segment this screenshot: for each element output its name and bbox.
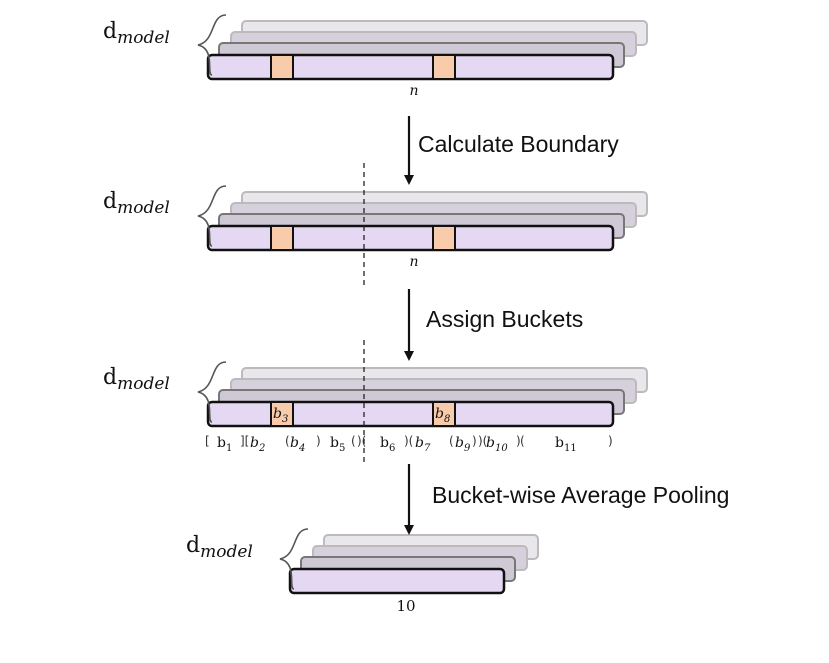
model-dimension-label-2: dmodel: [103, 189, 170, 218]
bucket-label: b2: [250, 435, 265, 454]
token-stack-boundary: [197, 185, 648, 252]
brace-icon: [279, 528, 309, 590]
model-dimension-label-1: dmodel: [103, 19, 170, 48]
highlight-token: [270, 225, 294, 251]
highlight-bucket-label: b3: [273, 406, 288, 425]
front-layer: [206, 53, 615, 81]
highlight-token: [432, 54, 456, 80]
bucket-bracket: ): [516, 434, 521, 448]
front-layer: [206, 400, 615, 428]
step-label-bucket-pooling: Bucket-wise Average Pooling: [432, 482, 729, 508]
model-dimension-label-3: dmodel: [103, 365, 170, 394]
bucket-label: b6: [380, 435, 395, 454]
bucket-bracket: ): [472, 434, 477, 448]
bucket-bracket: ): [316, 434, 321, 448]
bucket-bracket: )(: [478, 434, 487, 448]
bucket-label: b5: [330, 435, 345, 454]
bucket-label: b7: [415, 435, 431, 454]
brace-icon: [197, 361, 227, 423]
step-label-assign-buckets: Assign Buckets: [426, 306, 583, 332]
bucket-bracket: ][: [240, 434, 249, 448]
bucket-label: b11: [555, 435, 577, 454]
highlight-token: [432, 401, 456, 427]
token-stack-pooled: [279, 528, 539, 595]
bucket-label: b1: [217, 435, 232, 454]
brace-icon: [197, 14, 227, 76]
token-stack-input: [197, 14, 648, 81]
model-dimension-label-4: dmodel: [186, 533, 253, 562]
highlight-token: [270, 54, 294, 80]
bucket-bracket: )(: [357, 434, 366, 448]
bucket-label: b10: [486, 435, 508, 454]
pooled-length-label: 10: [396, 597, 415, 615]
bucket-bracket: (: [449, 434, 454, 448]
sequence-length-label-2: n: [409, 254, 418, 270]
token-stack-buckets: [197, 361, 648, 428]
highlight-bucket-label: b8: [435, 406, 450, 425]
bucket-bracket: (: [351, 434, 356, 448]
highlight-token: [432, 225, 456, 251]
bucket-label: b9: [455, 435, 471, 454]
front-layer: [206, 224, 615, 252]
bucket-label: b4: [290, 435, 305, 454]
bucket-bracket: ): [608, 434, 613, 448]
bucket-bracket: (: [520, 434, 525, 448]
sequence-length-label-1: n: [409, 83, 418, 99]
step-label-calculate-boundary: Calculate Boundary: [418, 131, 619, 157]
bucket-bracket: )(: [404, 434, 413, 448]
front-layer: [288, 567, 506, 595]
bucket-bracket: (: [285, 434, 290, 448]
brace-icon: [197, 185, 227, 247]
highlight-token: [270, 401, 294, 427]
bucket-bracket: [: [205, 434, 210, 448]
